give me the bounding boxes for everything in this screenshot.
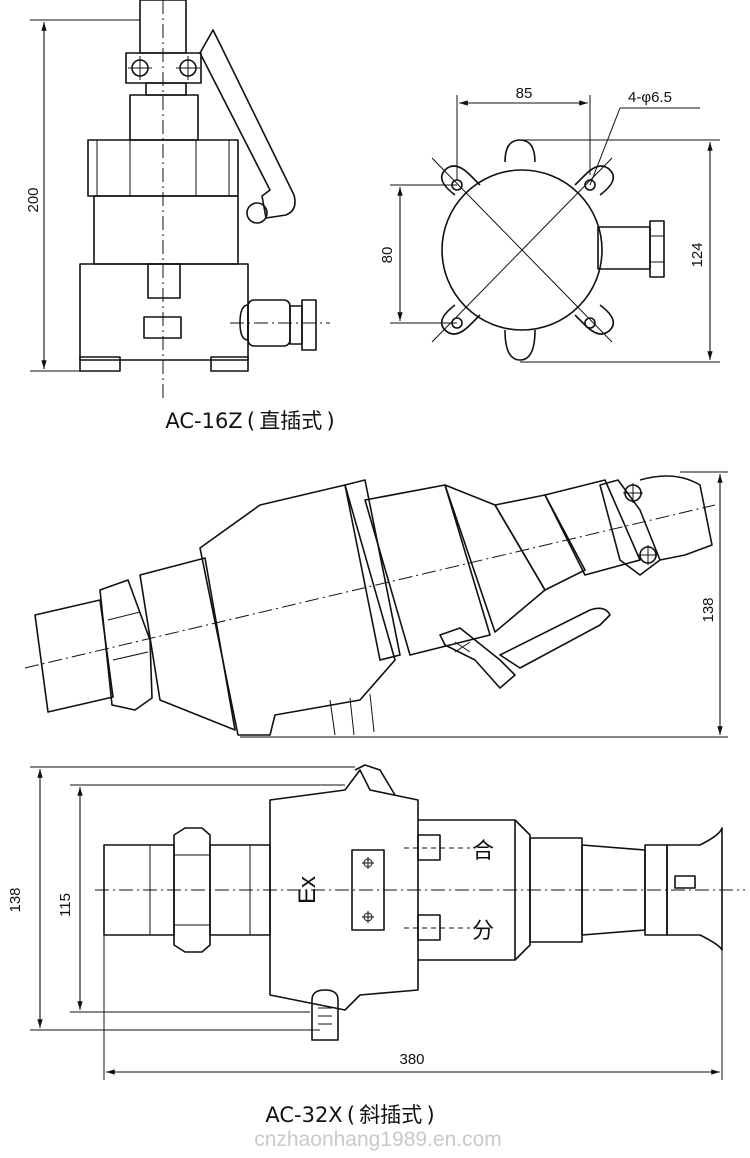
center-line: [24, 504, 716, 669]
hole-spacing-label: 80: [379, 247, 396, 264]
body-rear: [139, 557, 236, 731]
bolt-hole-icon: [584, 179, 596, 191]
foot-right: [210, 356, 249, 372]
body-housing: [199, 484, 396, 736]
collar: [344, 479, 401, 661]
outer-height-label: 138: [7, 887, 24, 912]
neck: [145, 82, 187, 96]
center-block: [147, 263, 181, 299]
socket-sleeve: [364, 484, 491, 656]
height-dimension-label: 138: [700, 597, 717, 622]
front-body: [544, 479, 641, 576]
ac16z-front-view: 85 4-φ6.5 80 124: [379, 85, 720, 363]
lock-lever: [199, 29, 296, 219]
height-dimension-label: 200: [25, 187, 42, 212]
upper-sleeve: [129, 94, 199, 141]
gland-nut: [99, 579, 153, 711]
off-label: 分: [472, 919, 494, 944]
lever-pin: [246, 202, 268, 224]
on-label: 合: [472, 839, 494, 864]
top-tab: [354, 764, 396, 796]
end-nut: [599, 479, 661, 576]
main-enclosure: [269, 769, 419, 1011]
switch-plate: [351, 849, 385, 931]
end-cap: [666, 827, 723, 951]
top-tube: [139, 0, 187, 54]
ac32x-top-view: Ex 合 分 138 115 380 AC-32X: [7, 764, 745, 1127]
end-tab: [674, 875, 696, 889]
length-dimension-label: 380: [399, 1051, 424, 1068]
lower-housing: [79, 263, 249, 361]
screw-cross-icon: [454, 641, 471, 653]
ear-top: [504, 139, 536, 163]
gland-nut: [173, 827, 211, 953]
screw-cross-icon: [362, 857, 374, 869]
overall-height-label: 124: [689, 242, 706, 267]
latch-arm: [499, 607, 611, 669]
side-spout: [597, 226, 651, 270]
flange-body: [441, 169, 603, 331]
front-neck: [494, 494, 586, 591]
ac16z-side-view: 200 AC-16Z ( 直插式 ): [25, 0, 335, 433]
ear-bl: [440, 304, 481, 335]
front-ring: [444, 484, 546, 633]
model-caption: AC-32X ( 斜插式 ): [265, 1103, 434, 1127]
spout-flange: [649, 220, 665, 278]
on-indicator: [417, 834, 441, 861]
watermark: cnzhaonhang1989.en.com: [254, 1128, 502, 1151]
off-indicator: [417, 914, 441, 941]
screw-cross-icon: [362, 911, 374, 923]
end-cap: [639, 475, 713, 561]
hole-spec-label: 4-φ6.5: [628, 89, 672, 106]
window: [143, 316, 182, 339]
ear-bottom: [504, 329, 536, 361]
cable-sleeve: [34, 599, 114, 713]
front-socket: [418, 819, 516, 961]
bolt-hole-icon: [128, 56, 152, 80]
bolt-hole-icon: [638, 545, 658, 565]
gland-nut: [289, 305, 303, 345]
foot-left: [79, 356, 121, 372]
ac32x-side-view: 138: [24, 471, 728, 738]
gland-flange: [301, 299, 317, 351]
plug-body: [93, 195, 239, 265]
bottom-lever: [311, 989, 339, 1041]
model-caption: AC-16Z ( 直插式 ): [165, 409, 334, 433]
bolt-hole-icon: [584, 317, 596, 329]
ear-br: [574, 304, 615, 335]
bolt-hole-icon: [623, 483, 643, 503]
latch: [439, 627, 516, 689]
inner-height-label: 115: [57, 893, 74, 917]
width-dimension-label: 85: [516, 85, 533, 102]
ear-tl: [440, 165, 481, 196]
ex-mark: Ex: [294, 876, 321, 904]
bolt-hole-icon: [176, 56, 200, 80]
